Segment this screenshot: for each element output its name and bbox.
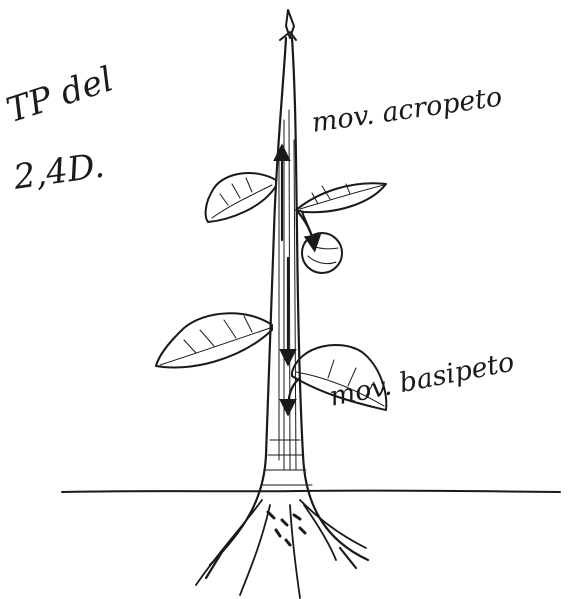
ground-line <box>62 491 560 492</box>
apical-bud <box>280 10 296 40</box>
leaf-middle-left <box>156 313 272 367</box>
leaf-upper-right <box>296 183 386 212</box>
leaf-upper-left <box>206 173 276 222</box>
fruit <box>302 212 342 273</box>
